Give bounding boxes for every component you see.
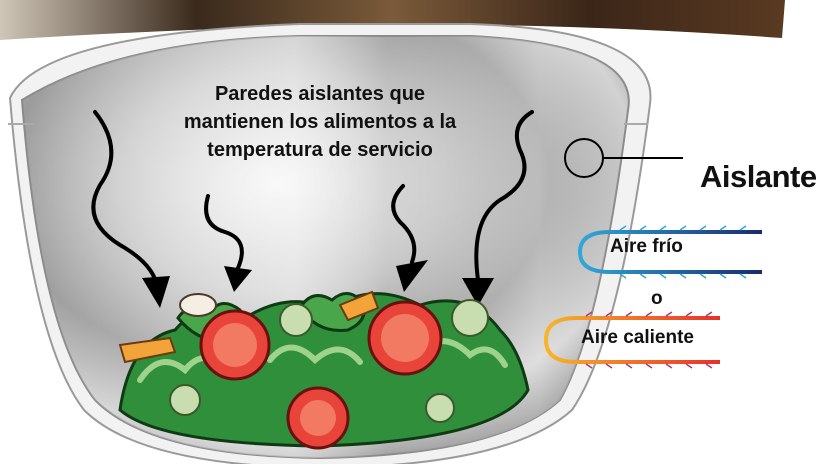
hot-air-band <box>543 316 720 364</box>
hot-air-label: Aire caliente <box>581 327 694 348</box>
background-photo <box>0 0 785 40</box>
heat-arrow-4 <box>474 110 534 282</box>
insulation-label: Aislante <box>700 159 817 194</box>
cold-air-label: Aire frío <box>610 236 683 257</box>
salad-illustration <box>118 290 530 450</box>
hot-air-ticks <box>585 311 713 369</box>
or-label: o <box>651 288 663 309</box>
mushroom-slice <box>179 293 217 317</box>
arrowhead-3 <box>396 260 428 292</box>
heat-arrows <box>91 110 534 284</box>
cold-air-band <box>577 230 762 274</box>
broccoli-floret-4 <box>425 393 455 423</box>
tomato-inner-1 <box>213 323 257 367</box>
heat-arrow-3 <box>391 184 417 264</box>
arrowhead-1 <box>142 276 170 308</box>
carrot-strip <box>118 336 177 364</box>
broccoli-floret-2 <box>451 299 489 337</box>
broccoli-floret-3 <box>169 384 201 416</box>
cold-air-loop <box>577 225 762 279</box>
carrot-strip-2 <box>338 290 380 322</box>
heat-arrow-2 <box>204 194 244 270</box>
tomato-inner-3 <box>300 400 336 436</box>
cold-air-ticks <box>619 225 747 279</box>
hot-air-loop <box>543 311 720 369</box>
tomato-inner-2 <box>381 314 429 362</box>
broccoli-floret-1 <box>279 303 313 337</box>
heat-arrow-1 <box>91 110 158 284</box>
heat-arrow-heads <box>142 260 494 308</box>
arrowhead-2 <box>224 266 252 292</box>
insulated-walls-callout: Paredes aislantes que mantienen los alim… <box>183 83 457 161</box>
arrowhead-4 <box>462 278 494 306</box>
